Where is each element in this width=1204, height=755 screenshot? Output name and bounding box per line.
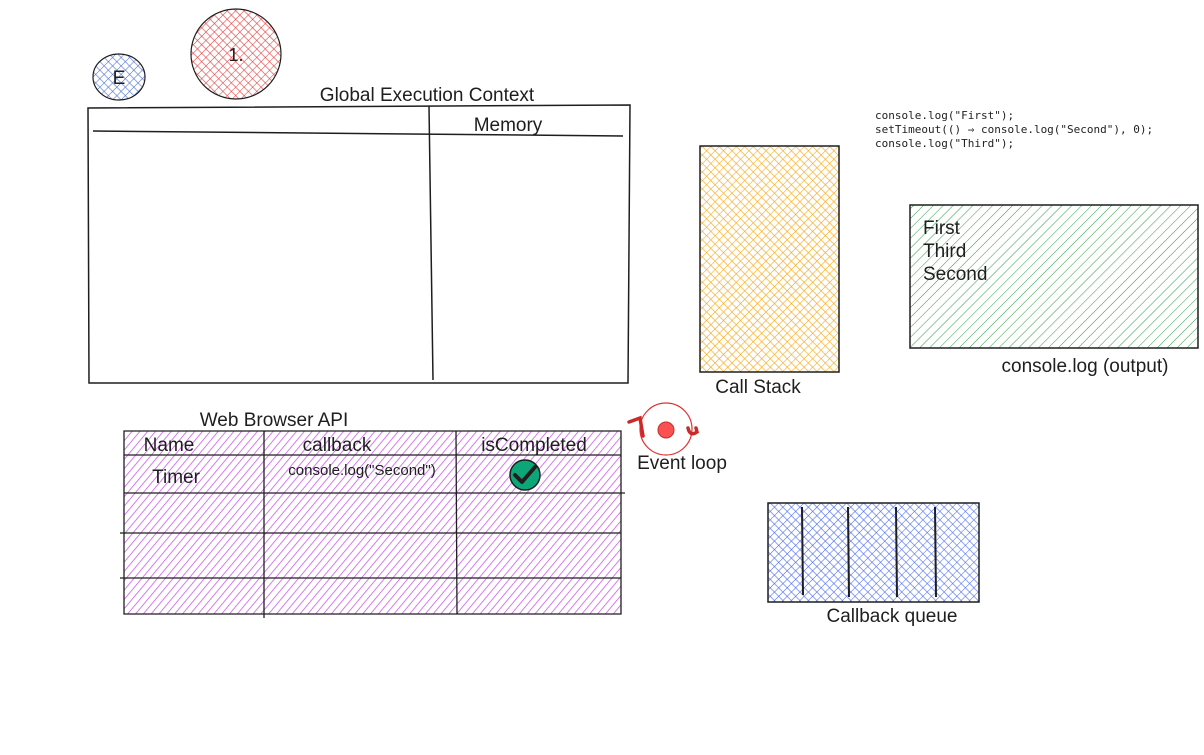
web-api-title: Web Browser API: [200, 410, 349, 431]
code-line: setTimeout(() ⇒ console.log("Second"), 0…: [875, 123, 1153, 136]
call-stack-box: [699, 145, 840, 373]
callback-queue-box: [767, 502, 980, 603]
memory-label: Memory: [474, 115, 543, 136]
badge-step-label: 1.: [228, 45, 243, 65]
badge-e: E: [92, 53, 146, 101]
console-output-box: [909, 204, 1199, 349]
code-line: console.log("First");: [875, 109, 1014, 122]
global-execution-context-box: [87, 104, 631, 384]
gec-title: Global Execution Context: [320, 85, 535, 106]
table-header-callback: callback: [303, 435, 372, 456]
callback-queue-label: Callback queue: [827, 606, 958, 627]
event-loop-label: Event loop: [637, 453, 727, 474]
code-snippet: console.log("First"); setTimeout(() ⇒ co…: [875, 109, 1153, 150]
table-cell-name: Timer: [152, 467, 201, 488]
event-loop-cycle-icon: [627, 402, 699, 456]
console-output-line: Second: [923, 264, 987, 285]
console-output-line: First: [923, 218, 961, 239]
call-stack-label: Call Stack: [715, 377, 801, 398]
badge-step: 1.: [190, 8, 282, 100]
table-header-iscompleted: isCompleted: [481, 435, 587, 456]
console-output-label: console.log (output): [1002, 356, 1169, 377]
console-output-line: Third: [923, 241, 966, 262]
code-line: console.log("Third");: [875, 137, 1014, 150]
web-api-table: Name callback isCompleted Timer console.…: [120, 430, 625, 618]
table-cell-callback: console.log("Second"): [288, 462, 435, 479]
check-circle-icon: [509, 459, 541, 491]
table-header-name: Name: [144, 435, 195, 456]
badge-e-label: E: [113, 68, 126, 89]
